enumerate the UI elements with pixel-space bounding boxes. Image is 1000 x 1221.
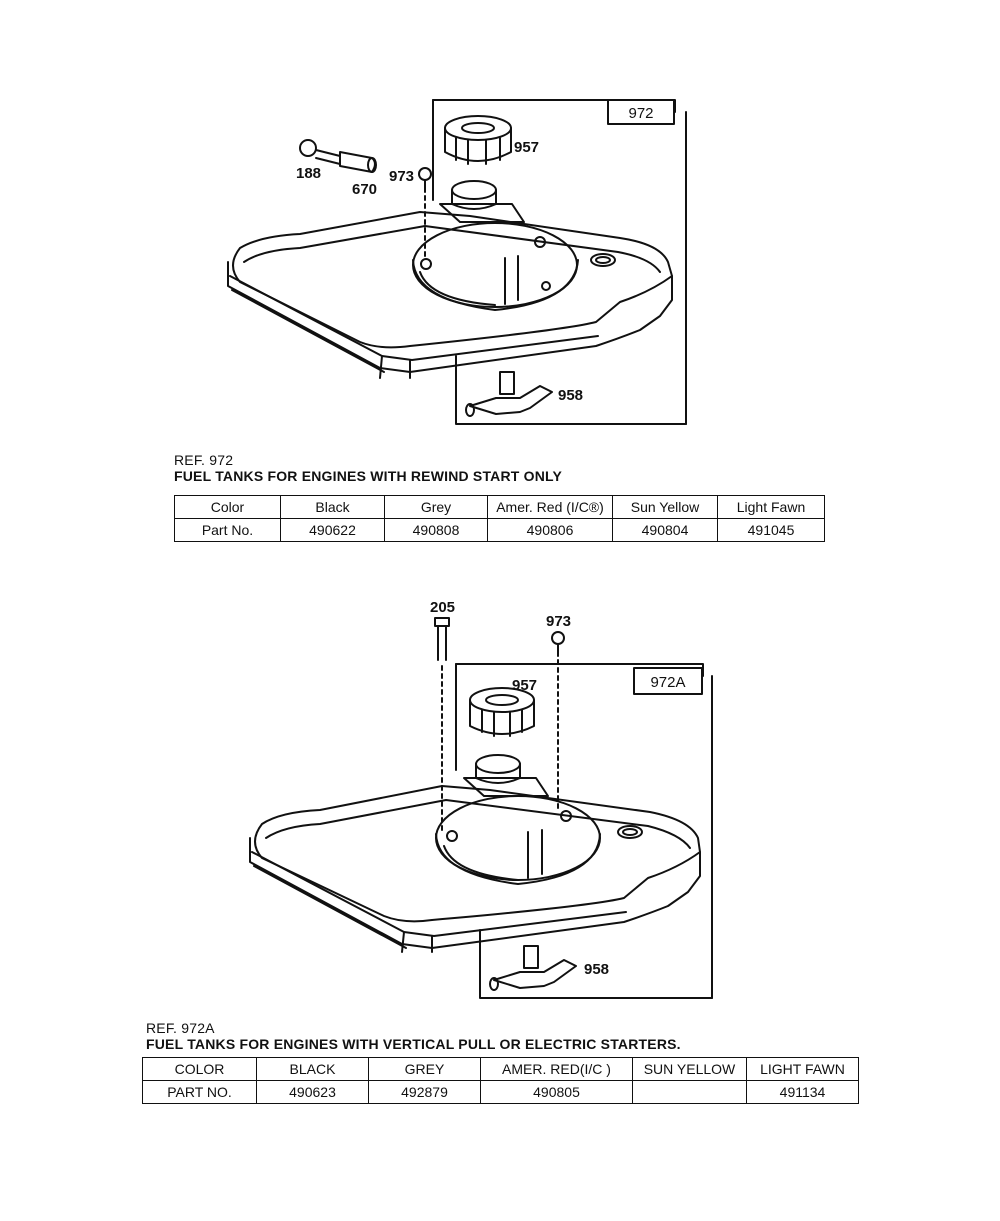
part-cell: 490804 — [612, 518, 718, 542]
callout-958: 958 — [558, 387, 583, 404]
color-header: COLOR — [142, 1057, 257, 1081]
part-cell: 490622 — [280, 518, 385, 542]
part-cell: 492879 — [368, 1080, 481, 1104]
parts-table-972: Color Black Grey Amer. Red (I/C®) Sun Ye… — [174, 495, 825, 542]
callout-958-b: 958 — [584, 961, 609, 978]
title-972: FUEL TANKS FOR ENGINES WITH REWIND START… — [174, 468, 563, 484]
color-cell: Grey — [384, 495, 488, 519]
bolt-205 — [434, 617, 450, 831]
callout-205: 205 — [430, 599, 455, 616]
part-cell: 491045 — [717, 518, 825, 542]
color-cell: Sun Yellow — [612, 495, 718, 519]
ref-box-972 — [607, 99, 675, 125]
caption-972: REF. 972 FUEL TANKS FOR ENGINES WITH REW… — [174, 452, 562, 484]
part-no-header: PART NO. — [142, 1080, 257, 1104]
table-row: Part No. 490622 490808 490806 490804 491… — [174, 518, 825, 542]
color-cell: SUN YELLOW — [632, 1057, 747, 1081]
color-cell: Black — [280, 495, 385, 519]
callout-670: 670 — [352, 181, 377, 198]
shutoff-valve-972 — [465, 371, 553, 417]
screw-973-b — [551, 631, 565, 813]
part-cell: 490808 — [384, 518, 488, 542]
callout-188: 188 — [296, 165, 321, 182]
fuel-tank-972 — [227, 180, 673, 379]
ref-box-972a — [633, 667, 703, 695]
callout-957: 957 — [514, 139, 539, 156]
part-cell: 490806 — [487, 518, 613, 542]
part-cell: 491134 — [746, 1080, 859, 1104]
frame-972a — [455, 663, 713, 999]
callout-957-b: 957 — [512, 677, 537, 694]
ref-box-label-972: 972 — [628, 105, 653, 122]
part-cell: 490805 — [480, 1080, 633, 1104]
color-cell: LIGHT FAWN — [746, 1057, 859, 1081]
color-cell: Light Fawn — [717, 495, 825, 519]
ref-box-label-972a: 972A — [650, 674, 685, 691]
frame-972 — [432, 99, 687, 425]
color-cell: Amer. Red (I/C®) — [487, 495, 613, 519]
title-972a: FUEL TANKS FOR ENGINES WITH VERTICAL PUL… — [146, 1036, 681, 1052]
color-cell: GREY — [368, 1057, 481, 1081]
fuel-tank-972a — [249, 754, 701, 953]
ref-label-972a: REF. 972A — [146, 1020, 215, 1036]
parts-table-972a: COLOR BLACK GREY AMER. RED(I/C ) SUN YEL… — [142, 1057, 859, 1104]
color-cell: AMER. RED(I/C ) — [480, 1057, 633, 1081]
table-row: COLOR BLACK GREY AMER. RED(I/C ) SUN YEL… — [142, 1057, 859, 1081]
part-cell: 490623 — [256, 1080, 369, 1104]
shutoff-valve-972a — [489, 945, 577, 991]
color-header: Color — [174, 495, 281, 519]
screw-973 — [418, 167, 432, 257]
callout-973-b: 973 — [546, 613, 571, 630]
table-row: PART NO. 490623 492879 490805 491134 — [142, 1080, 859, 1104]
table-row: Color Black Grey Amer. Red (I/C®) Sun Ye… — [174, 495, 825, 519]
part-no-header: Part No. — [174, 518, 281, 542]
fuel-cap-972a — [469, 687, 535, 737]
bolt-spacer-972 — [299, 139, 377, 173]
color-cell: BLACK — [256, 1057, 369, 1081]
part-cell — [632, 1080, 747, 1104]
ref-label-972: REF. 972 — [174, 452, 234, 468]
caption-972a: REF. 972A FUEL TANKS FOR ENGINES WITH VE… — [146, 1020, 681, 1052]
fuel-cap-972 — [444, 115, 512, 165]
callout-973: 973 — [389, 168, 414, 185]
